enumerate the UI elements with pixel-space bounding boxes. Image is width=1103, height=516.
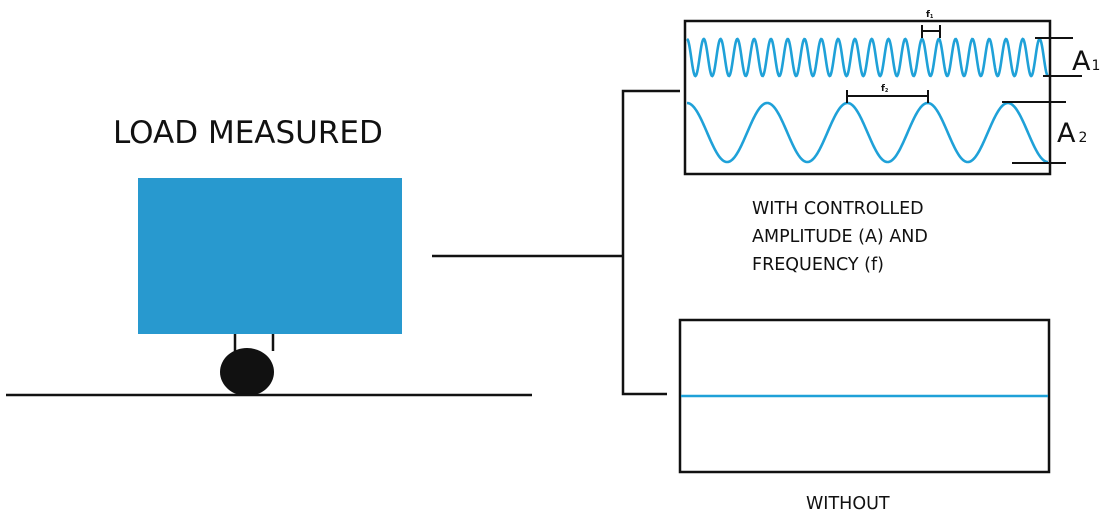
a1-label: A1 <box>1072 46 1100 77</box>
load-block <box>138 178 402 334</box>
controlled-signal-panel <box>683 19 1052 176</box>
controlled-caption-line-1: WITH CONTROLLED <box>752 199 924 219</box>
f2-label: f2 <box>881 84 889 94</box>
f1-label: f1 <box>926 10 934 20</box>
controlled-caption-line-2: AMPLITUDE (A) AND <box>752 227 928 247</box>
wheel-icon <box>220 348 274 396</box>
f2-marker <box>846 90 929 103</box>
connector-branch <box>621 89 680 396</box>
low-frequency-wave <box>686 101 1049 164</box>
uncontrolled-signal-panel <box>678 318 1051 474</box>
connector <box>432 89 680 396</box>
f1-marker <box>921 25 941 38</box>
a2-ticks <box>1002 101 1066 164</box>
uncontrolled-caption: WITHOUT <box>806 494 890 514</box>
controlled-caption-line-3: FREQUENCY (f) <box>752 255 884 275</box>
diagram-title: LOAD MEASURED <box>113 115 383 151</box>
a1-ticks <box>1035 37 1082 77</box>
high-frequency-wave <box>686 37 1049 78</box>
